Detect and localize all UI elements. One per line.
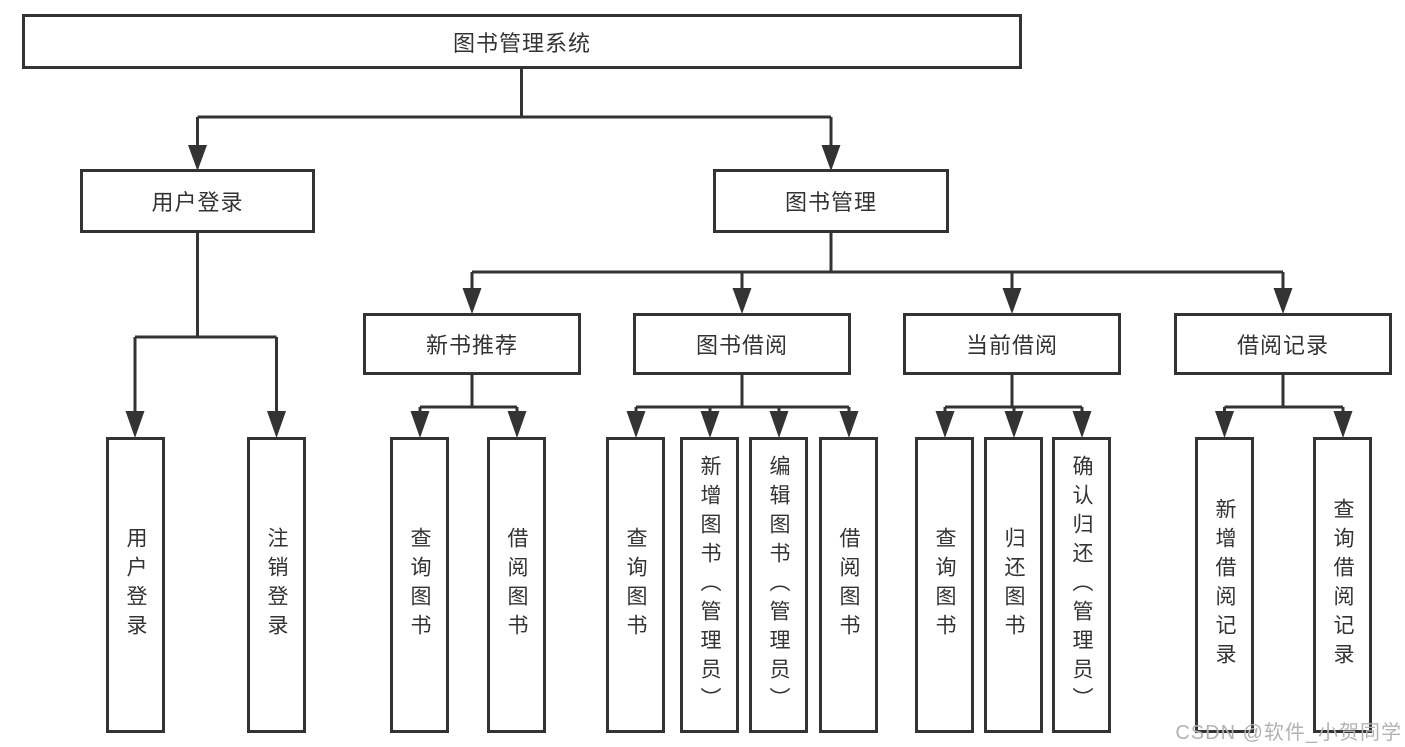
connector-new-book-recommendation-to-leaves [410, 374, 527, 438]
node-book-borrowing: 图书借阅 [633, 313, 851, 375]
connector-borrowing-records-to-leaves [1215, 374, 1353, 438]
node-leaf-add-borrow-record: 新增借阅记录 [1195, 437, 1254, 733]
node-book-management: 图书管理 [713, 169, 949, 233]
node-current-borrowing: 当前借阅 [903, 313, 1121, 375]
node-leaf-borrow-books-recommend: 借阅图书 [487, 437, 546, 733]
node-leaf-user-login: 用户登录 [106, 437, 165, 733]
node-leaf-query-books-recommend: 查询图书 [390, 437, 449, 733]
node-leaf-edit-books-admin: 编辑图书（管理员） [749, 437, 808, 733]
node-leaf-query-borrow-record: 查询借阅记录 [1313, 437, 1372, 733]
node-leaf-logout: 注销登录 [247, 437, 306, 733]
connector-book-borrowing-to-leaves [626, 374, 859, 438]
node-library-management-system: 图书管理系统 [22, 14, 1022, 69]
node-leaf-return-books: 归还图书 [984, 437, 1043, 733]
node-user-login: 用户登录 [80, 169, 315, 233]
connector-user-login-to-leaves [125, 232, 286, 438]
node-leaf-query-books-current: 查询图书 [915, 437, 974, 733]
connector-book-management-to-level3 [462, 232, 1293, 314]
connector-root-to-level2 [188, 68, 841, 171]
node-leaf-add-books-admin: 新增图书（管理员） [680, 437, 739, 733]
node-borrowing-records: 借阅记录 [1174, 313, 1392, 375]
node-leaf-borrow-books: 借阅图书 [819, 437, 878, 733]
node-leaf-confirm-return-admin: 确认归还（管理员） [1052, 437, 1111, 733]
connector-current-borrowing-to-leaves [935, 374, 1092, 438]
node-leaf-query-books-borrow: 查询图书 [606, 437, 665, 733]
csdn-watermark: CSDN @软件_小贺同学 [1175, 722, 1402, 744]
node-new-book-recommendation: 新书推荐 [363, 313, 581, 375]
